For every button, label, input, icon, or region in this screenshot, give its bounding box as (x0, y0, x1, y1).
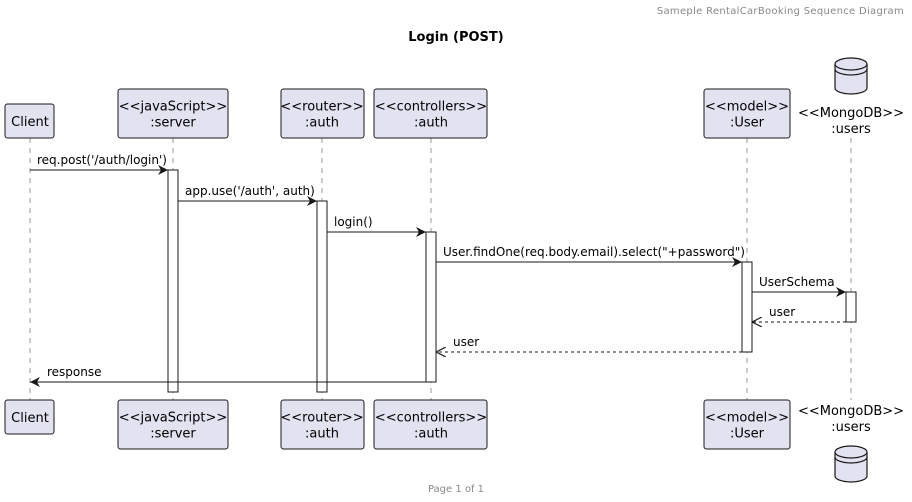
participant-controller-top (373, 88, 488, 139)
participant-server-bottom-line-1: <<javaScript>> (119, 411, 228, 426)
participant-controller-bottom (373, 399, 488, 450)
participant-controller-top-line-1: <<controllers>> (375, 100, 487, 115)
participant-model-bottom (703, 399, 791, 450)
participant-model-top (703, 88, 791, 139)
message-label-6: user (769, 305, 795, 319)
participant-db-bottom-line-1: <<MongoDB>> (798, 404, 904, 419)
participant-client-top (4, 103, 55, 139)
page-footer: Page 1 of 1 (427, 484, 485, 495)
participant-controller-bottom-line-2: :auth (414, 427, 448, 442)
participant-model-top-line-1: <<model>> (705, 100, 789, 115)
participant-router-top-line-2: :auth (305, 116, 339, 131)
participant-server-bottom (117, 399, 229, 450)
diagram-title: Login (POST) (408, 30, 504, 45)
participant-model-bottom-line-2: :User (730, 427, 765, 442)
participant-router-top-line-1: <<router>> (280, 100, 363, 115)
activation-model (741, 261, 753, 353)
participant-server-bottom-line-2: :server (150, 427, 196, 442)
participant-server-top-line-1: <<javaScript>> (119, 100, 228, 115)
activation-router (316, 200, 328, 393)
message-label-3: login() (334, 215, 373, 229)
participant-router-bottom (280, 399, 365, 450)
diagram-header: Sameple RentalCarBooking Sequence Diagra… (656, 6, 904, 17)
message-label-1: req.post('/auth/login') (37, 153, 167, 167)
participant-model-top-line-2: :User (730, 116, 765, 131)
participant-controller-top-line-2: :auth (414, 116, 448, 131)
participant-router-bottom-line-1: <<router>> (280, 411, 363, 426)
activation-server (167, 169, 179, 393)
message-label-4: User.findOne(req.body.email).select("+pa… (443, 245, 745, 259)
message-label-7: user (453, 335, 479, 349)
participant-db-bottom-line-2: :users (831, 420, 871, 435)
activation-controller (425, 231, 437, 383)
participant-model-bottom-line-1: <<model>> (705, 411, 789, 426)
participant-controller-bottom-line-1: <<controllers>> (375, 411, 487, 426)
participant-db-top-icon (834, 57, 868, 95)
message-label-2: app.use('/auth', auth) (185, 184, 315, 198)
participant-db-bottom-icon (834, 445, 868, 483)
participant-db-top-line-2: :users (831, 122, 871, 137)
participant-router-top (280, 88, 365, 139)
participant-router-bottom-line-2: :auth (305, 427, 339, 442)
message-label-5: UserSchema (759, 275, 835, 289)
message-label-8: response (47, 365, 102, 379)
participant-client-bottom (4, 399, 55, 435)
participant-db-top-line-1: <<MongoDB>> (798, 106, 904, 121)
participant-client-bottom-line-1: Client (11, 411, 49, 426)
activation-db (845, 291, 857, 323)
participant-server-top-line-2: :server (150, 116, 196, 131)
participant-server-top (117, 88, 229, 139)
participant-client-top-line-1: Client (11, 115, 49, 130)
